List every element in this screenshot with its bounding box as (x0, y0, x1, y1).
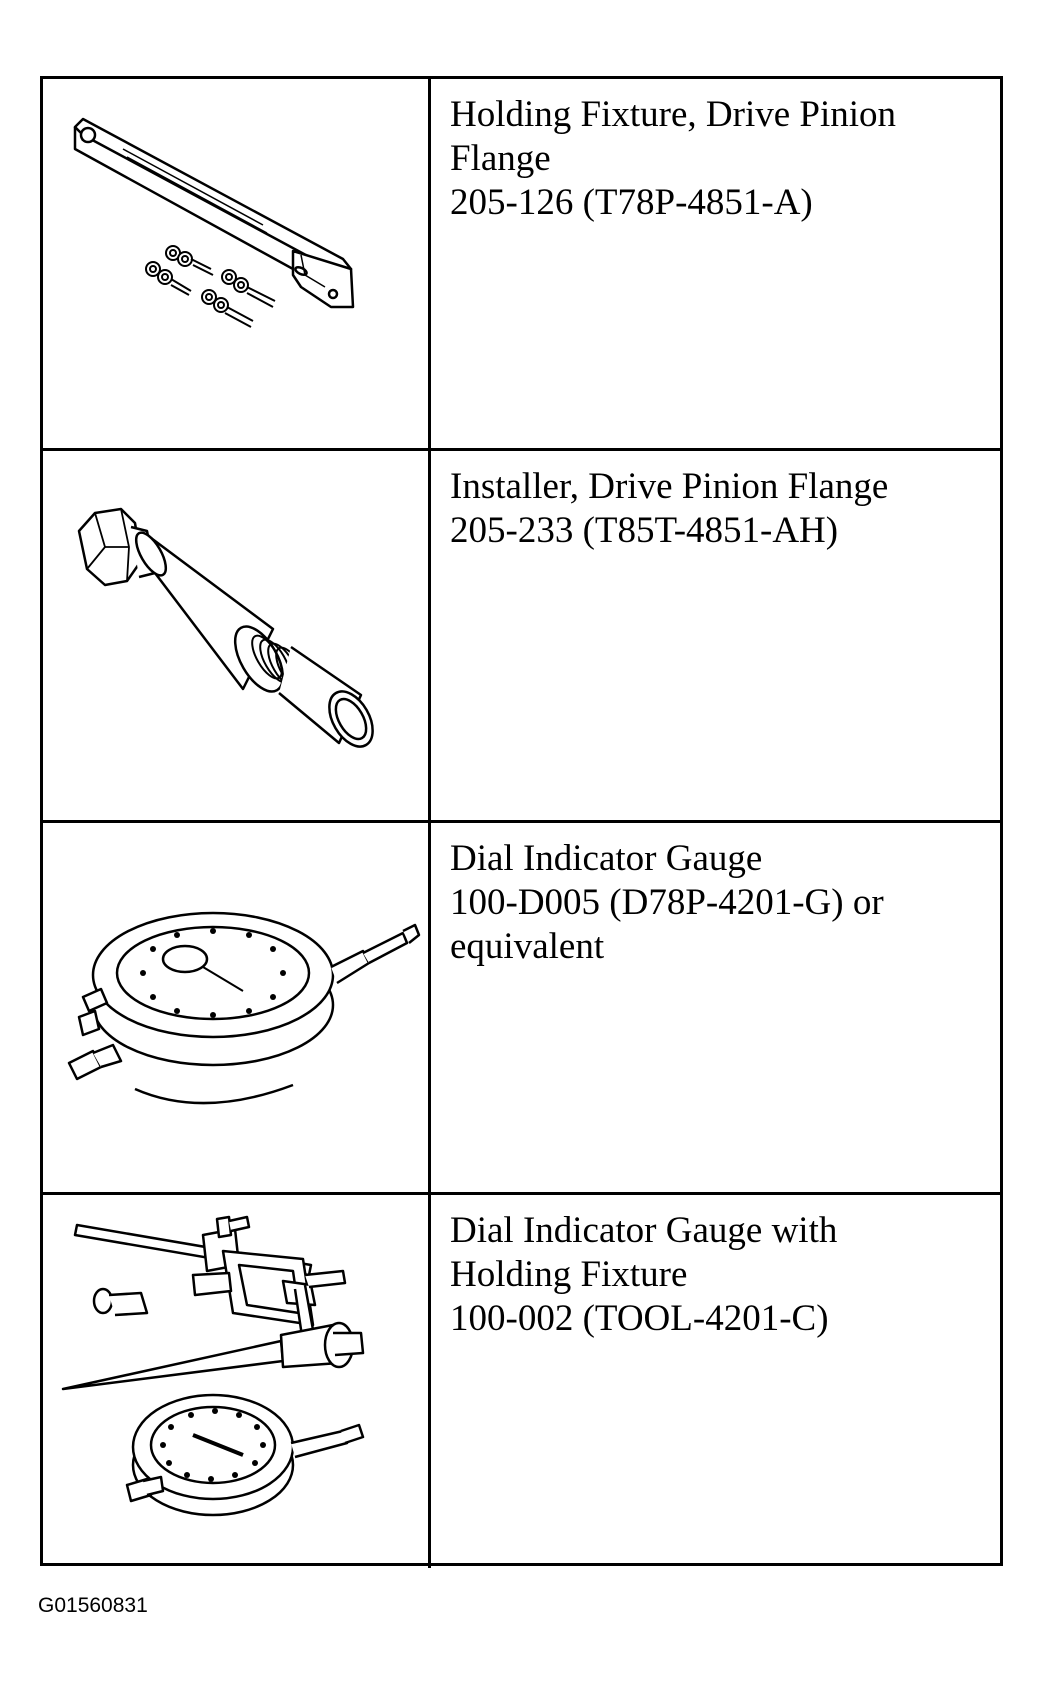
tool-name-line: Holding Fixture, Drive Pinion (450, 94, 897, 135)
special-tools-table: Holding Fixture, Drive Pinion Flange 205… (40, 76, 1003, 1568)
tool-name-line: equivalent (450, 926, 605, 967)
tool-illustration-cell (43, 79, 431, 448)
tool-description: Dial Indicator Gauge with Holding Fixtur… (450, 1209, 990, 1341)
tool-description: Installer, Drive Pinion Flange 205-233 (… (450, 465, 990, 553)
pinion-flange-installer-icon (43, 451, 428, 821)
tool-row-dial-indicator: Dial Indicator Gauge 100-D005 (D78P-4201… (43, 823, 1000, 1195)
tool-part-number: 205-233 (T85T-4851-AH) (450, 510, 839, 551)
tool-name-line: Flange (450, 138, 551, 179)
tool-illustration-cell (43, 823, 431, 1192)
figure-id: G01560831 (38, 1594, 148, 1617)
tool-description: Dial Indicator Gauge 100-D005 (D78P-4201… (450, 837, 990, 969)
tool-name-line: Dial Indicator Gauge with (450, 1210, 838, 1251)
tool-name-line: Holding Fixture (450, 1254, 688, 1295)
tool-illustration-cell (43, 1195, 431, 1568)
dial-indicator-gauge-icon (43, 823, 428, 1193)
tool-illustration-cell (43, 451, 431, 820)
tool-part-number: 205-126 (T78P-4851-A) (450, 182, 813, 223)
tool-part-number: 100-D005 (D78P-4201-G) or (450, 882, 884, 923)
tool-row-dial-indicator-fixture: Dial Indicator Gauge with Holding Fixtur… (43, 1195, 1000, 1568)
tool-name-line: Dial Indicator Gauge (450, 838, 763, 879)
tool-row-installer: Installer, Drive Pinion Flange 205-233 (… (43, 451, 1000, 823)
tool-part-number: 100-002 (TOOL-4201-C) (450, 1298, 829, 1339)
tool-name-line: Installer, Drive Pinion Flange (450, 466, 889, 507)
holding-fixture-flange-icon (43, 79, 428, 449)
dial-indicator-with-holding-fixture-icon (43, 1195, 428, 1565)
tool-description: Holding Fixture, Drive Pinion Flange 205… (450, 93, 990, 225)
tool-row-holding-fixture: Holding Fixture, Drive Pinion Flange 205… (43, 79, 1000, 451)
